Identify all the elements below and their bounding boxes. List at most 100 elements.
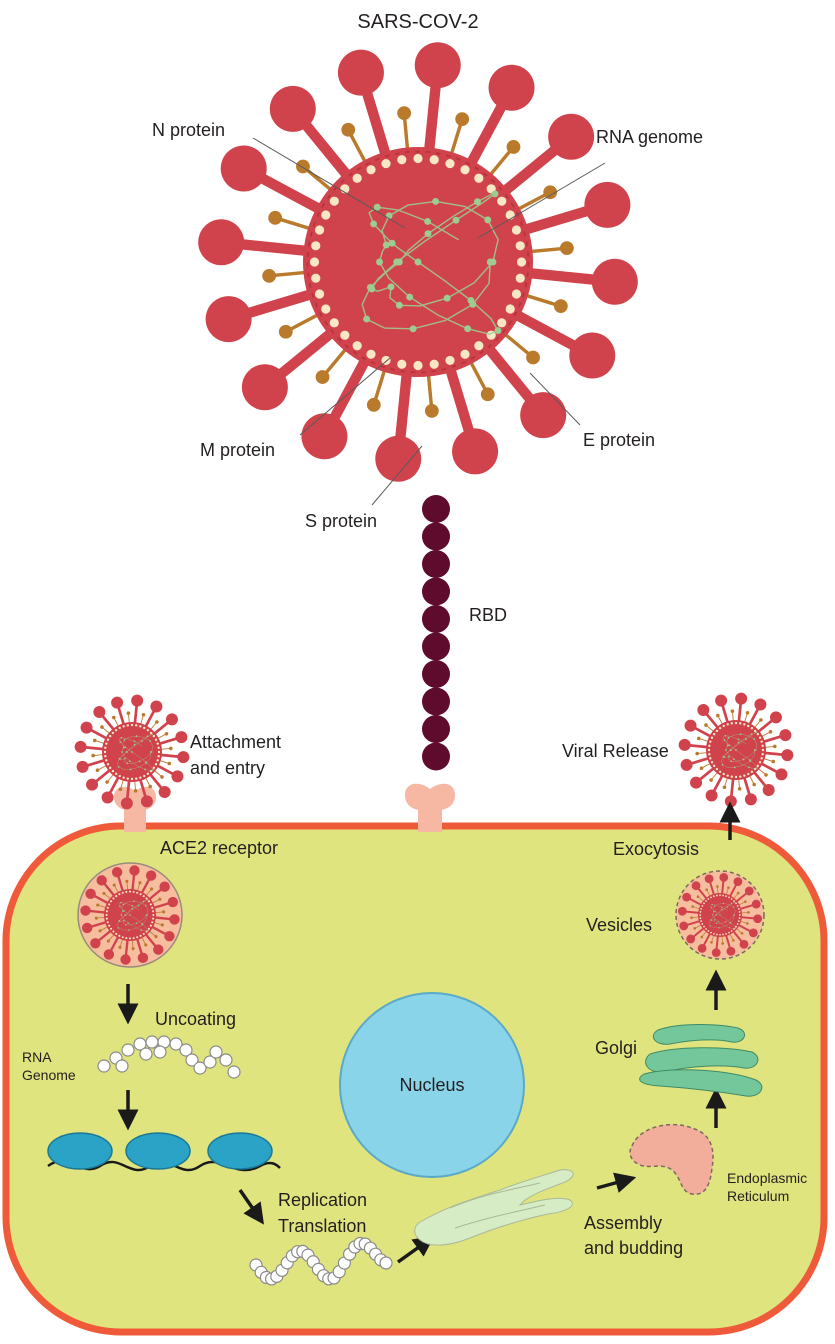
n-protein [142, 900, 145, 903]
n-protein [120, 736, 123, 739]
rbd-bead [422, 660, 450, 688]
m-protein [118, 893, 121, 896]
n-protein [742, 758, 745, 761]
n-protein [748, 766, 750, 769]
m-protein [311, 241, 321, 251]
m-protein [125, 890, 128, 893]
s-protein-spike [84, 746, 105, 751]
m-protein [157, 746, 160, 749]
rbd-bead [422, 687, 450, 716]
s-protein-head [96, 875, 107, 886]
m-protein [110, 900, 113, 903]
rna-bead [179, 1043, 193, 1057]
m-protein [505, 304, 515, 314]
s-protein-spike [109, 935, 120, 952]
n-protein [131, 751, 133, 753]
m-protein [106, 738, 110, 741]
n-protein [382, 241, 390, 249]
m-protein-leader [299, 357, 391, 436]
m-protein [709, 757, 712, 760]
m-protein [730, 898, 733, 900]
s-protein-head [167, 896, 179, 908]
m-protein [703, 902, 705, 905]
s-protein-spike [144, 709, 156, 729]
n-protein [123, 909, 125, 912]
m-protein [712, 764, 716, 768]
e-protein-head [162, 910, 166, 914]
m-protein [761, 748, 765, 752]
m-protein [108, 734, 112, 738]
s-protein-head [337, 49, 384, 96]
e-protein-head [716, 885, 719, 888]
m-protein [761, 753, 764, 756]
n-protein [721, 908, 723, 911]
s-protein-spike [464, 99, 508, 171]
m-protein [515, 273, 525, 283]
ribosomes-on-mrna [47, 1132, 281, 1172]
s-protein-head [769, 711, 782, 724]
s-protein-head [158, 785, 171, 798]
n-protein [141, 922, 143, 925]
s-protein-head [301, 413, 348, 460]
m-protein [154, 738, 158, 741]
n-protein [452, 216, 460, 224]
s-protein-spike [698, 766, 716, 781]
n-protein [745, 738, 747, 741]
s-protein-spike [756, 719, 774, 734]
attaching-virion [74, 694, 190, 810]
m-protein [743, 774, 746, 777]
n-protein [719, 914, 721, 916]
n-protein [739, 733, 742, 736]
rna-bead [209, 1045, 223, 1059]
n-protein [128, 929, 130, 931]
m-protein [149, 924, 152, 927]
n-protein [748, 759, 751, 761]
sars-cov-2-virion [198, 42, 638, 482]
m-protein [701, 905, 704, 907]
m-protein [111, 769, 115, 773]
n-protein [732, 906, 735, 908]
e-protein-head [705, 888, 708, 892]
n-protein [750, 733, 753, 736]
m-protein [758, 761, 762, 764]
m-protein [108, 924, 111, 927]
e-protein-head [154, 935, 158, 939]
m-protein [118, 934, 121, 937]
replicated-rna-chain [249, 1236, 393, 1286]
m-protein [121, 891, 124, 894]
s-protein-head [414, 42, 461, 89]
m-protein [114, 772, 118, 776]
rbd-bead [422, 632, 450, 661]
m-protein [738, 917, 741, 919]
released-virion [678, 692, 794, 808]
s-protein-spike [131, 873, 136, 892]
n-protein [125, 751, 128, 753]
e-protein-head [106, 939, 110, 943]
s-protein-spike [423, 79, 441, 159]
s-protein-spike [103, 882, 116, 898]
e-protein-head [695, 751, 699, 756]
n-protein [146, 914, 148, 916]
s-protein-head [103, 949, 115, 960]
e-protein-head [747, 911, 750, 914]
m-protein [716, 894, 718, 897]
s-protein-spike [705, 712, 720, 730]
n-protein [726, 744, 729, 747]
m-protein [497, 196, 507, 206]
m-protein [136, 891, 139, 894]
rbd-bead [422, 550, 450, 578]
s-protein-head [520, 392, 567, 439]
m-protein [734, 775, 738, 779]
m-protein [108, 903, 111, 906]
s-protein-spike [521, 267, 601, 285]
s-protein-spike [444, 361, 475, 438]
nucleus [339, 992, 525, 1178]
s-protein-spike [117, 706, 126, 727]
m-protein [126, 777, 129, 780]
s-protein-head [150, 700, 163, 713]
s-protein-spike [748, 707, 760, 727]
m-protein [130, 777, 134, 781]
n-protein [484, 216, 492, 224]
s-protein-spike [759, 762, 779, 774]
s-protein-spike [140, 878, 151, 895]
